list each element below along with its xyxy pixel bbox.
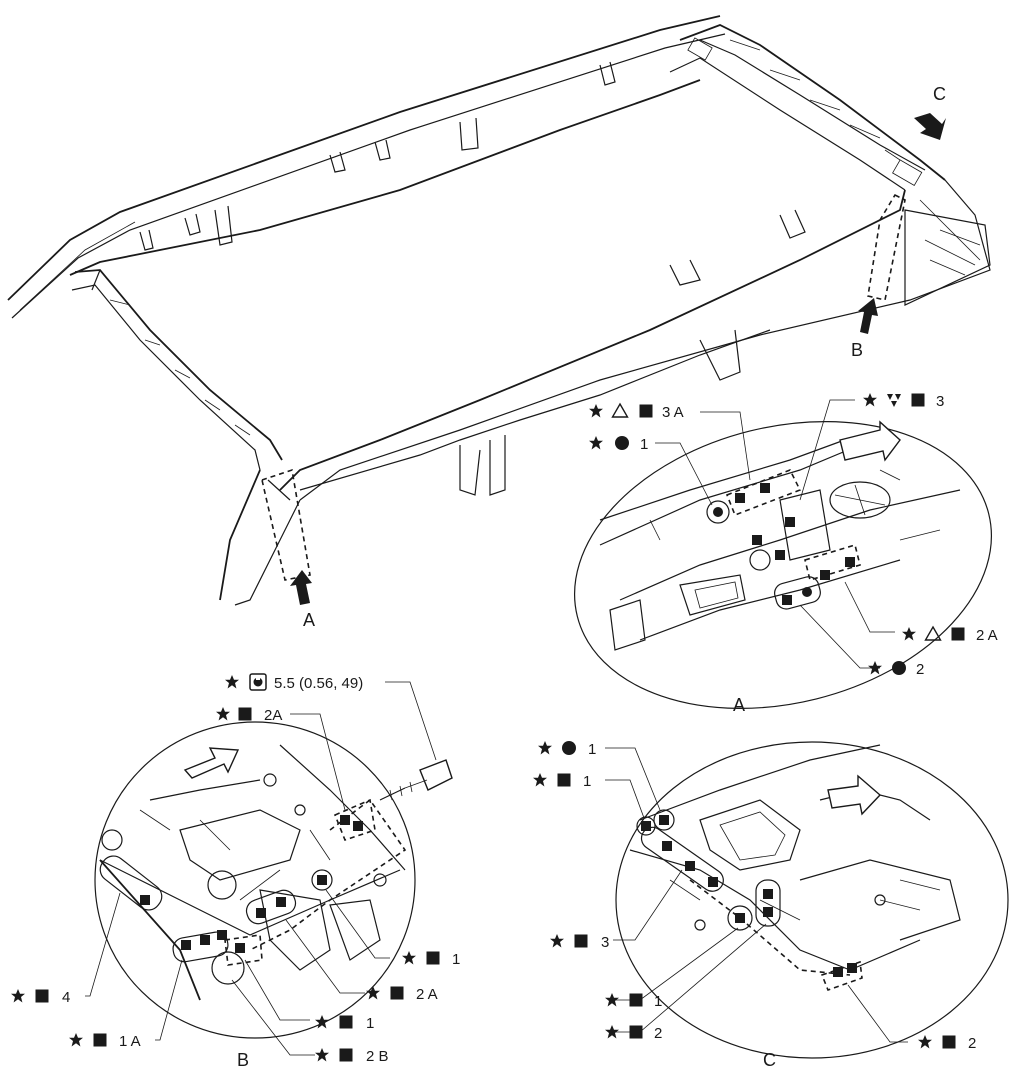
- callout-c-1-circle: 1: [538, 741, 596, 758]
- callout-number: 3: [936, 393, 944, 410]
- square-weld-symbol: [390, 986, 404, 1000]
- callout-number: 1: [654, 993, 662, 1010]
- star-symbol: [589, 436, 603, 450]
- star-symbol: [402, 951, 416, 965]
- callout-c-1-lower: 1: [605, 993, 662, 1010]
- triangle-outline-symbol: [924, 626, 942, 641]
- star-symbol: [69, 1033, 83, 1047]
- torque-spec: 5.5 (0.56, 49): [274, 675, 363, 692]
- star-symbol: [315, 1048, 329, 1062]
- callout-a-1: 1: [589, 436, 648, 453]
- square-weld-symbol: [629, 993, 643, 1007]
- callout-a-2a: 2 A: [902, 626, 998, 644]
- star-symbol: [11, 989, 25, 1003]
- callout-box-b: [867, 193, 906, 301]
- triangle-outline-symbol: [611, 403, 629, 418]
- view-label-a-detail: A: [733, 695, 745, 715]
- callout-number: 1: [366, 1015, 374, 1032]
- square-weld-symbol: [35, 989, 49, 1003]
- callout-c-1-square: 1: [533, 773, 591, 790]
- star-symbol: [550, 934, 564, 948]
- star-symbol: [538, 741, 552, 755]
- star-symbol: [533, 773, 547, 787]
- square-weld-symbol: [574, 934, 588, 948]
- star-symbol: [918, 1035, 932, 1049]
- star-symbol: [216, 707, 230, 721]
- callout-a-3a: 3 A: [589, 403, 684, 421]
- callout-number: 2 B: [366, 1048, 389, 1065]
- callout-b-1-bottom: 1: [315, 1015, 374, 1032]
- callout-number: 4: [62, 989, 70, 1006]
- callout-number: 2 A: [976, 627, 998, 644]
- view-arrow-a: [290, 570, 312, 605]
- star-symbol: [225, 675, 239, 689]
- callout-b-1-right: 1: [402, 951, 460, 968]
- view-label-a-main: A: [303, 610, 315, 630]
- callout-number: 1: [452, 951, 460, 968]
- callout-c-3: 3: [550, 934, 609, 951]
- callout-c-2-right: 2: [918, 1035, 976, 1052]
- star-symbol: [863, 393, 877, 407]
- bolt-icon: [379, 759, 453, 801]
- torque-wrench-symbol: [249, 673, 267, 691]
- view-label-c-main: C: [933, 84, 946, 104]
- callout-box-a: [261, 468, 311, 581]
- square-weld-symbol: [639, 404, 653, 418]
- callout-number: 1 A: [119, 1033, 141, 1050]
- view-label-b-main: B: [851, 340, 863, 360]
- square-weld-symbol: [911, 393, 925, 407]
- square-weld-symbol: [339, 1048, 353, 1062]
- star-symbol: [366, 986, 380, 1000]
- square-weld-symbol: [557, 773, 571, 787]
- callout-a-2: 2: [868, 661, 924, 678]
- view-label-c-detail: C: [763, 1050, 776, 1070]
- square-weld-symbol: [93, 1033, 107, 1047]
- callout-number: 2 A: [416, 986, 438, 1003]
- callout-number: 2: [916, 661, 924, 678]
- square-weld-symbol: [238, 707, 252, 721]
- detail-view-a: A: [574, 399, 992, 715]
- view-label-b-detail: B: [237, 1050, 249, 1070]
- roof-frame-overview: A B C: [7, 15, 991, 630]
- square-weld-symbol: [339, 1015, 353, 1029]
- square-weld-symbol: [951, 627, 965, 641]
- star-symbol: [589, 404, 603, 418]
- callout-a-3: 3: [863, 393, 944, 410]
- callout-b-1a: 1 A: [69, 1033, 141, 1050]
- star-symbol: [902, 627, 916, 641]
- detail-view-c: C: [605, 741, 1009, 1070]
- callout-number: 1: [588, 741, 596, 758]
- callout-number: 3: [601, 934, 609, 951]
- circle-weld-symbol: [892, 661, 906, 675]
- view-arrow-b: [858, 298, 878, 334]
- callout-b-4: 4: [11, 989, 70, 1006]
- circle-weld-symbol: [562, 741, 576, 755]
- callout-number: 3 A: [662, 404, 684, 421]
- callout-number: 1: [583, 773, 591, 790]
- square-weld-symbol: [426, 951, 440, 965]
- callout-c-2-lower: 2: [605, 1025, 662, 1042]
- detail-view-b: B: [85, 681, 453, 1070]
- circle-weld-symbol: [615, 436, 629, 450]
- callout-number: 1: [640, 436, 648, 453]
- callout-b-2b: 2 B: [315, 1048, 389, 1065]
- callout-number: 2: [654, 1025, 662, 1042]
- square-weld-symbol: [629, 1025, 643, 1039]
- callout-b-2a-right: 2 A: [366, 986, 438, 1003]
- callout-b-torque: 5.5 (0.56, 49): [225, 673, 363, 692]
- callout-b-2a-top: 2A: [216, 707, 282, 724]
- view-arrow-c: [914, 113, 946, 140]
- square-weld-symbol: [942, 1035, 956, 1049]
- double-triangle-symbol: [887, 394, 901, 407]
- callout-number: 2A: [264, 707, 282, 724]
- callout-number: 2: [968, 1035, 976, 1052]
